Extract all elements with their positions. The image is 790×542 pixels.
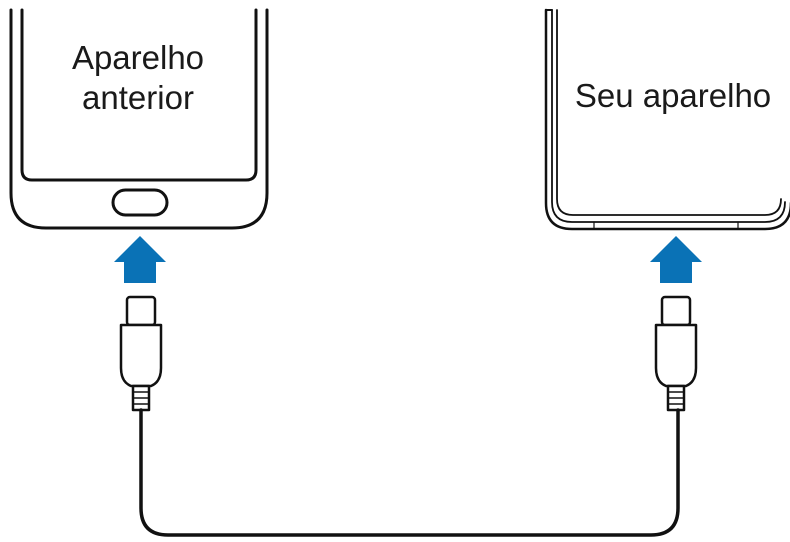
new-device-phone-icon <box>544 8 790 231</box>
old-device-label: Aparelho anterior <box>40 38 236 118</box>
old-device-phone-icon <box>9 8 269 230</box>
usb-c-connector-right-icon <box>654 295 698 412</box>
old-device-label-line2: anterior <box>82 79 194 116</box>
arrow-up-icon-right <box>650 236 702 283</box>
old-device-label-line1: Aparelho <box>71 39 205 76</box>
arrow-up-icon-left <box>114 236 166 283</box>
home-button-icon <box>111 188 169 217</box>
usb-cable-icon <box>139 408 680 537</box>
usb-c-connector-left-icon <box>119 295 163 412</box>
new-device-label: Seu aparelho <box>574 77 772 114</box>
